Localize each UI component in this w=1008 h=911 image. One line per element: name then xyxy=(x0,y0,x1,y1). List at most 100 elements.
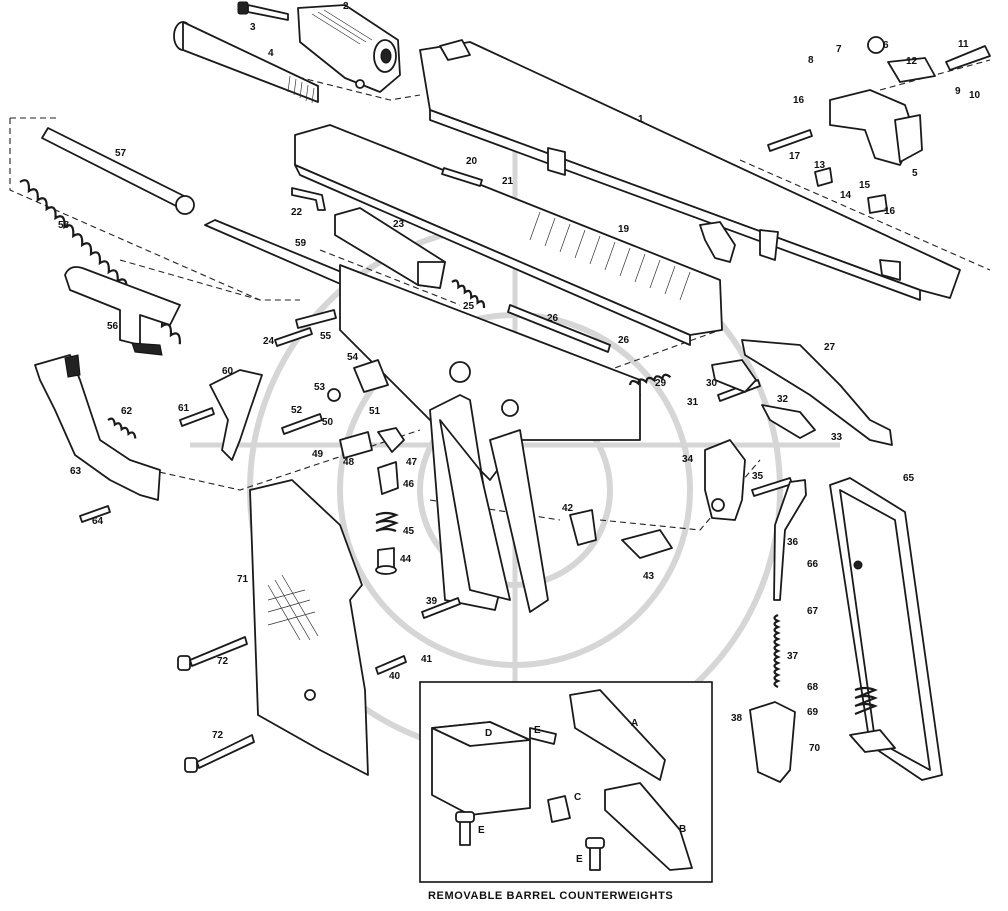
counterweight-inset xyxy=(419,681,713,883)
part-block-23 xyxy=(334,207,446,289)
part-label: 37 xyxy=(787,651,799,662)
part-spring-62 xyxy=(107,417,137,439)
inset-letters: A B C D E E E xyxy=(478,718,686,865)
part-label: 19 xyxy=(618,224,630,235)
part-56 xyxy=(64,266,181,356)
part-label: 44 xyxy=(400,554,412,565)
part-label: 65 xyxy=(903,473,915,484)
part-label: 49 xyxy=(312,449,324,460)
part-label: 13 xyxy=(814,160,826,171)
part-label: 38 xyxy=(731,713,743,724)
part-grip-panel-71 xyxy=(249,479,369,776)
part-label: 3 xyxy=(250,22,256,33)
part-label: 63 xyxy=(70,466,82,477)
part-label: 11 xyxy=(958,39,969,50)
inset-letter-a: A xyxy=(631,718,638,729)
part-spring-25 xyxy=(451,279,486,308)
part-label: 6 xyxy=(883,40,889,51)
part-label: 32 xyxy=(777,394,789,405)
part-label: 14 xyxy=(840,190,852,201)
part-label: 9 xyxy=(955,86,961,97)
part-label: 10 xyxy=(969,90,981,101)
part-label: 51 xyxy=(369,406,381,417)
part-label: 5 xyxy=(912,168,918,179)
part-label: 48 xyxy=(343,457,355,468)
part-label: 39 xyxy=(426,596,438,607)
part-label: 46 xyxy=(403,479,415,490)
part-frame-19 xyxy=(294,124,723,346)
part-screws-72 xyxy=(177,636,255,773)
inset-letter-e: E xyxy=(534,725,541,736)
part-screw-3 xyxy=(237,1,289,21)
part-label: 55 xyxy=(320,331,332,342)
part-label: 34 xyxy=(682,454,694,465)
inset-caption: REMOVABLE BARREL COUNTERWEIGHTS xyxy=(428,890,673,902)
part-label: 36 xyxy=(787,537,799,548)
part-label: 64 xyxy=(92,516,104,527)
part-label: 60 xyxy=(222,366,234,377)
part-label: 72 xyxy=(212,730,224,741)
part-label: 8 xyxy=(808,55,814,66)
part-label: 56 xyxy=(107,321,119,332)
sight-assembly xyxy=(814,36,991,214)
part-label: 29 xyxy=(655,378,667,389)
part-label: 41 xyxy=(421,654,433,665)
part-rod-26 xyxy=(507,304,611,353)
part-number-labels: 1 2 3 4 5 6 7 8 9 10 11 12 13 14 15 16 1… xyxy=(58,1,981,754)
part-label: 57 xyxy=(115,148,127,159)
part-label: 12 xyxy=(906,56,918,67)
part-label: 67 xyxy=(807,606,819,617)
part-label: 61 xyxy=(178,403,190,414)
part-rod-57 xyxy=(41,127,195,215)
part-label: 53 xyxy=(314,382,326,393)
part-label: 68 xyxy=(807,682,819,693)
part-grip-frame xyxy=(429,394,549,613)
inset-letter-e: E xyxy=(576,854,583,865)
part-label: 23 xyxy=(393,219,405,230)
small-parts-column xyxy=(339,427,405,575)
part-sear-36 xyxy=(773,479,807,601)
part-38 xyxy=(749,701,796,783)
part-label: 59 xyxy=(295,238,307,249)
small-pins xyxy=(79,129,813,675)
inset-letter-b: B xyxy=(679,824,686,835)
part-label: 4 xyxy=(268,48,274,59)
inset-letter-c: C xyxy=(574,792,581,803)
part-spring-37 xyxy=(773,613,781,689)
part-spring-29 xyxy=(628,373,672,386)
part-trigger-60 xyxy=(209,369,263,461)
part-muzzle-piece xyxy=(297,4,401,93)
part-label: 58 xyxy=(58,220,70,231)
part-label: 16 xyxy=(884,206,896,217)
part-label: 31 xyxy=(687,397,699,408)
small-parts-upper xyxy=(295,309,389,402)
part-lever-27 xyxy=(741,339,893,446)
part-label: 15 xyxy=(859,180,871,191)
part-label: 22 xyxy=(291,207,303,218)
part-label: 35 xyxy=(752,471,764,482)
part-label: 40 xyxy=(389,671,401,682)
part-label: 62 xyxy=(121,406,133,417)
part-label: 45 xyxy=(403,526,415,537)
part-label: 70 xyxy=(809,743,821,754)
part-label: 21 xyxy=(502,176,514,187)
part-label: 26 xyxy=(547,313,559,324)
part-label: 52 xyxy=(291,405,303,416)
part-label: 20 xyxy=(466,156,478,167)
part-trigger-guard-63 xyxy=(34,354,161,501)
part-label: 72 xyxy=(217,656,229,667)
inset-letter-d: D xyxy=(485,728,492,739)
part-label: 43 xyxy=(643,571,655,582)
part-label: 47 xyxy=(406,457,418,468)
part-label: 1 xyxy=(638,114,644,125)
part-label: 26 xyxy=(618,335,630,346)
part-30-32 xyxy=(711,359,816,439)
part-label: 42 xyxy=(562,503,574,514)
part-42 xyxy=(569,509,597,546)
part-label: 71 xyxy=(237,574,249,585)
part-magazine-65 xyxy=(829,477,943,781)
inset-letter-e: E xyxy=(478,825,485,836)
part-label: 27 xyxy=(824,342,836,353)
part-label: 33 xyxy=(831,432,843,443)
part-label: 7 xyxy=(836,44,842,55)
